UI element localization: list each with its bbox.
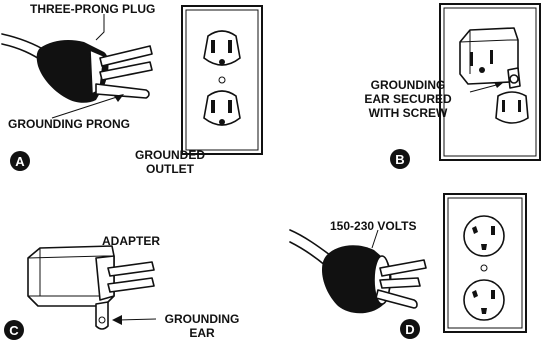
panel-b-ear-label-1: GROUNDING (371, 78, 446, 92)
panel-b-badge-text: B (395, 152, 404, 167)
panel-a-badge (10, 151, 30, 171)
panel-a-outlet-label-2: OUTLET (146, 162, 195, 176)
panel-c-ear-label-2: EAR (189, 326, 215, 340)
panel-a-prong-label: GROUNDING PRONG (8, 117, 130, 131)
panel-a-outlet-label-1: GROUNDED (135, 148, 205, 162)
panel-d: 150-230 VOLTS D (289, 193, 527, 339)
panel-d-badge-text: D (405, 322, 414, 337)
panel-c-badge (4, 320, 24, 340)
panel-b-badge (390, 149, 410, 169)
panel-b-ear-label-3: WITH SCREW (369, 106, 448, 120)
panel-a: THREE-PRONG PLUG GROUNDING PRONG GROUNDE… (1, 2, 263, 176)
panel-d-cord (289, 229, 335, 259)
panel-d-prong-top (379, 259, 427, 277)
panel-b-adapter (459, 27, 521, 89)
panel-a-outlet-plate (181, 5, 263, 155)
panel-a-plug-label: THREE-PRONG PLUG (30, 2, 155, 16)
panel-c-badge-text: C (9, 323, 19, 338)
panel-a-grounding-prong (95, 83, 150, 99)
panel-d-receptacle-top (463, 215, 505, 257)
panel-c-adapter-label: ADAPTER (102, 234, 160, 248)
panel-c-grounding-ear (95, 301, 109, 330)
panel-c-prong-bottom (107, 277, 155, 293)
panel-b-receptacle-bottom (495, 91, 529, 124)
panel-b-ear-label-2: EAR SECURED (364, 92, 452, 106)
panel-c-ear-label-1: GROUNDING (165, 312, 240, 326)
panel-d-voltage-label: 150-230 VOLTS (330, 219, 416, 233)
panel-c-prong-top (107, 261, 155, 277)
panel-b-screw (509, 74, 519, 84)
panel-d-badge (400, 319, 420, 339)
panel-d-grounding-prong (375, 289, 418, 309)
panel-b: GROUNDING EAR SECURED WITH SCREW B (364, 3, 541, 169)
panel-d-plug-body (322, 245, 392, 314)
panel-a-badge-text: A (15, 154, 25, 169)
panel-a-receptacle-bottom (203, 90, 241, 126)
panel-a-receptacle-top (203, 30, 241, 66)
panel-c: ADAPTER GROUNDING EAR C (4, 234, 239, 340)
panel-a-prong-mid (99, 61, 153, 81)
panel-a-prong-top (99, 45, 153, 67)
panel-d-receptacle-bottom (463, 279, 505, 321)
